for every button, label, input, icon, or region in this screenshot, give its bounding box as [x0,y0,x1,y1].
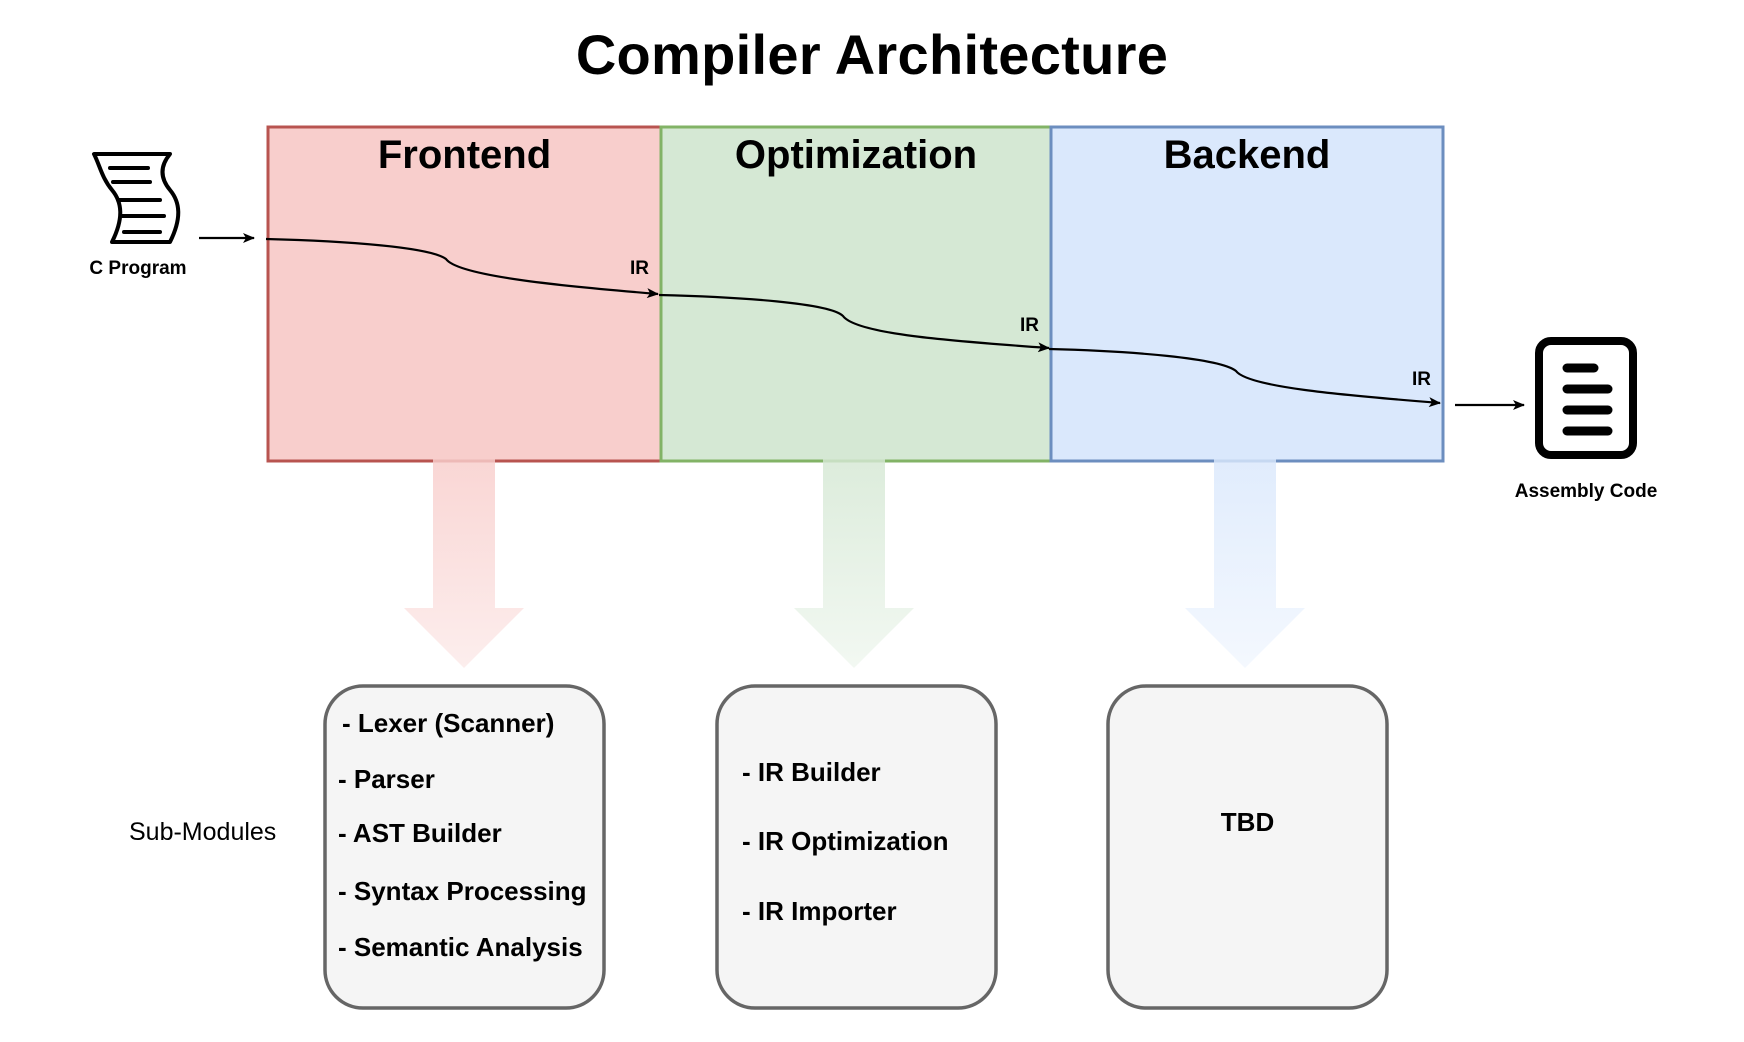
frontend-down-arrow [404,410,524,668]
optimization-box [659,125,1053,463]
flow-curve-frontend [265,237,659,299]
optimization-submodules-box [715,684,998,1010]
ir-label-frontend: IR [630,258,649,279]
list-item: - AST Builder [338,818,502,848]
backend-box [1049,125,1445,463]
stage-title-backend: Backend [1163,133,1331,177]
list-item: - Syntax Processing [338,876,587,906]
backend-submodule-placeholder: TBD [1220,807,1275,837]
flow-curve-backend [1048,347,1441,408]
frontend-submodule-list: - Lexer (Scanner) - Parser - AST Builder… [338,708,608,988]
backend-down-arrow [1185,410,1305,668]
list-item: - IR Optimization [742,826,949,856]
optimization-submodule-list: - IR Builder - IR Optimization - IR Impo… [742,757,992,957]
frontend-submodules-box [323,684,606,1010]
frontend-box [266,125,663,463]
scroll-document-icon [92,152,181,244]
document-icon [1535,337,1637,459]
stage-title-frontend: Frontend [377,133,552,177]
ir-label-optimization: IR [1020,315,1039,336]
list-item: - Parser [338,764,435,794]
output-label: Assembly Code [1514,481,1658,502]
list-item: - IR Importer [742,896,897,926]
list-item: - Lexer (Scanner) [342,708,555,738]
flow-curve-optimization [658,293,1050,353]
list-item: - IR Builder [742,757,881,787]
ir-label-backend: IR [1412,369,1431,390]
backend-submodules-box [1106,684,1389,1010]
stage-title-optimization: Optimization [734,133,978,177]
diagram-title: Compiler Architecture [575,23,1169,86]
optimization-down-arrow [794,410,914,668]
list-item: - Semantic Analysis [338,932,583,962]
input-label: C Program [89,258,187,279]
submodules-label: Sub-Modules [129,818,277,846]
